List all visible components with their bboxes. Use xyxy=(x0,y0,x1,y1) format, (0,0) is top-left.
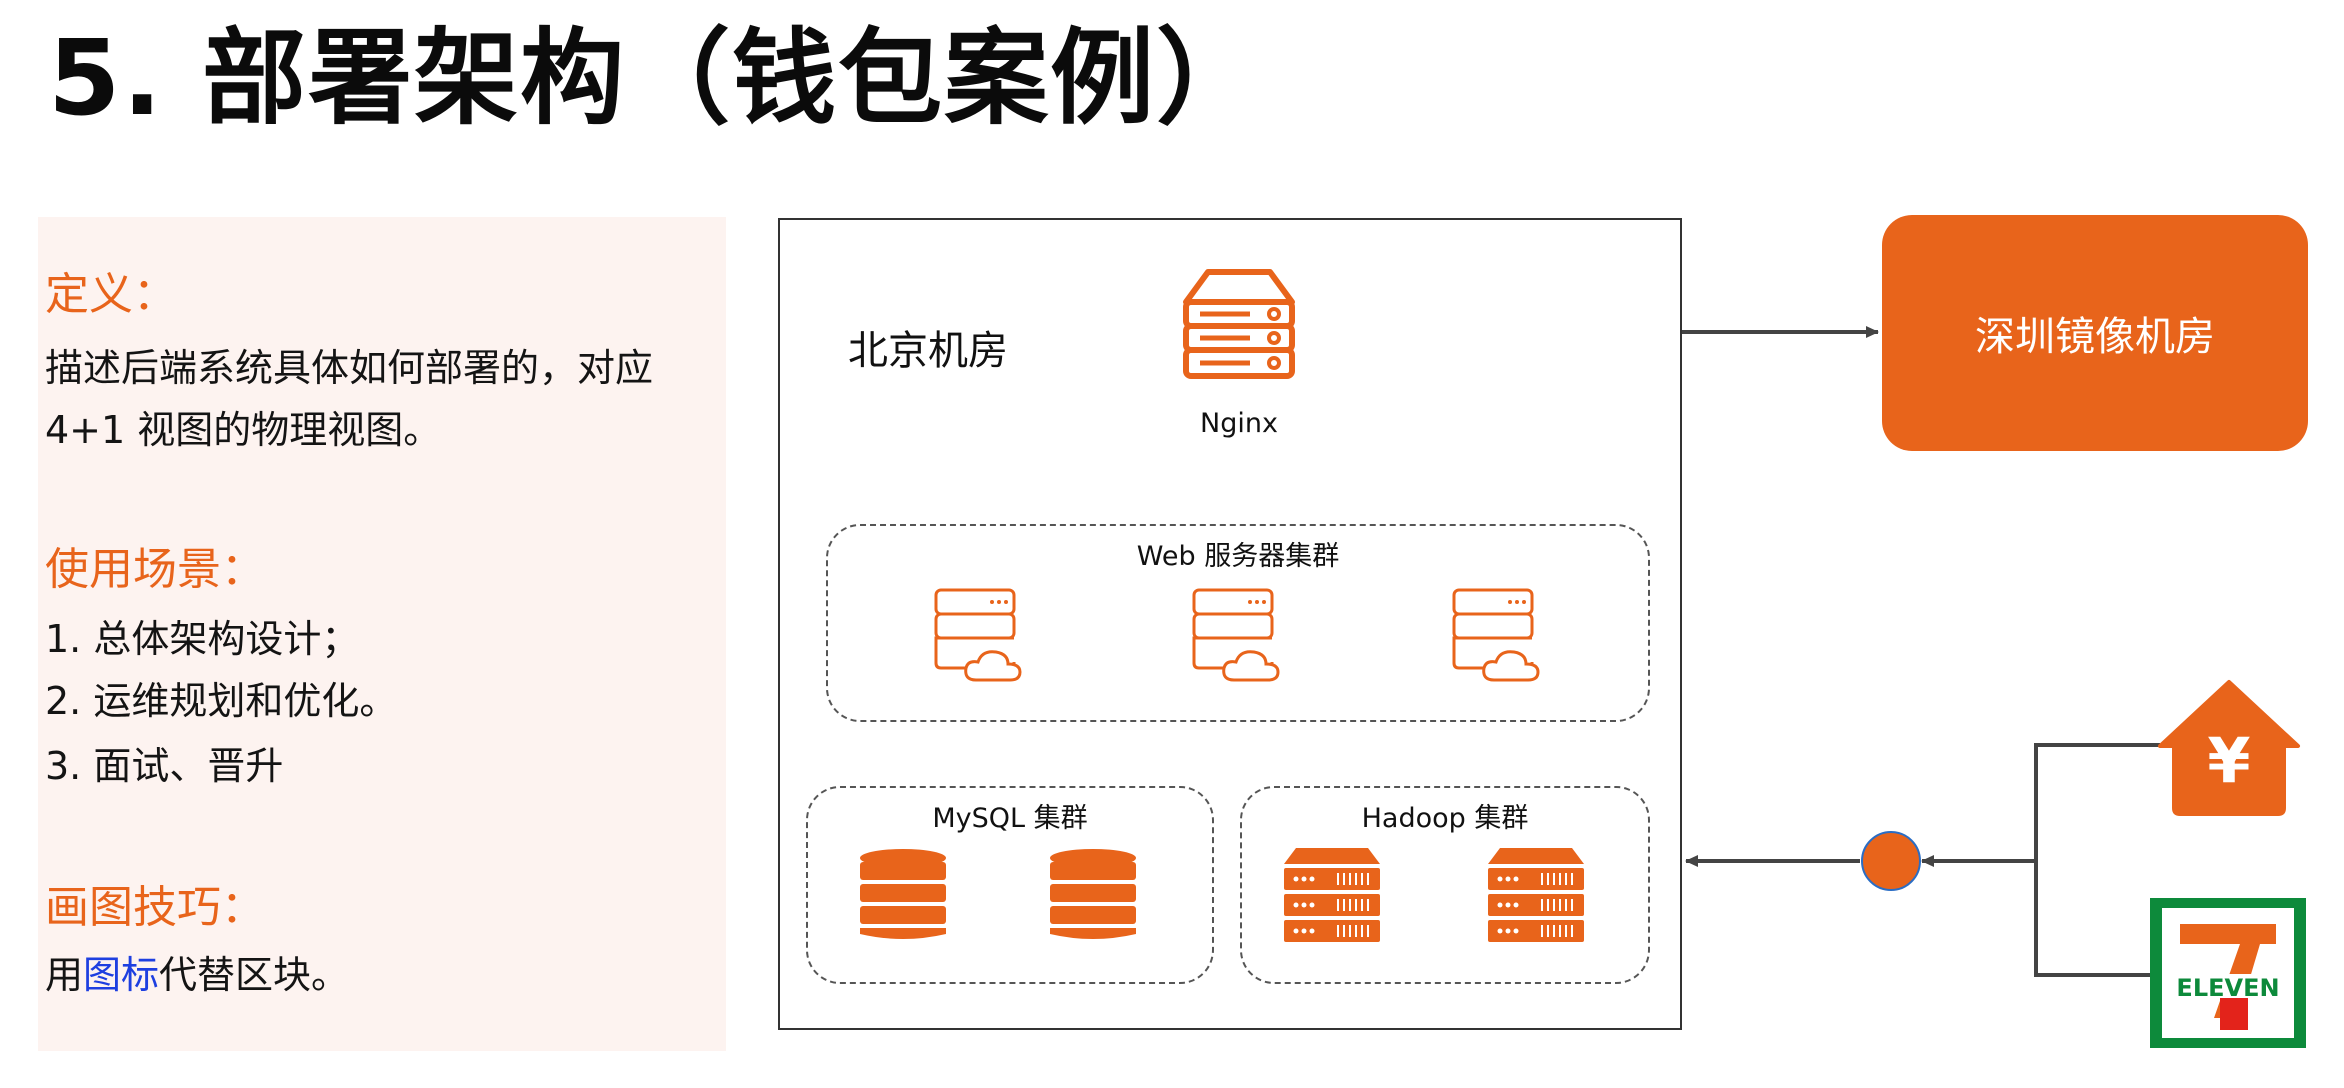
yuan-symbol: ¥ xyxy=(2207,724,2250,797)
web-cluster-group xyxy=(826,524,1650,722)
hadoop-rack-icon xyxy=(1282,846,1382,946)
tips-text: 用图标代替区块。 xyxy=(45,944,349,1006)
nginx-label: Nginx xyxy=(1200,408,1278,439)
seven-eleven-logo-icon: ELEVEN xyxy=(2150,898,2306,1048)
web-cluster-title: Web 服务器集群 xyxy=(1136,541,1340,572)
scenario-item-2: 2. 运维规划和优化。 xyxy=(45,679,398,723)
definition-line-1: 描述后端系统具体如何部署的，对应 xyxy=(45,346,654,390)
scenario-item-1: 1. 总体架构设计； xyxy=(45,617,360,661)
database-icon xyxy=(858,848,948,944)
icons-link[interactable]: 图标 xyxy=(83,953,160,997)
tips-suffix: 代替区块。 xyxy=(159,953,350,997)
tips-heading: 画图技巧： xyxy=(45,882,265,933)
yuan-payment-icon: ¥ xyxy=(2156,678,2302,816)
seven-eleven-text: ELEVEN xyxy=(2176,974,2279,1002)
hadoop-rack-icon xyxy=(1486,846,1586,946)
hadoop-cluster-group xyxy=(1240,786,1650,984)
beijing-room-label: 北京机房 xyxy=(848,328,1008,374)
hadoop-cluster-title: Hadoop 集群 xyxy=(1361,803,1529,834)
web-cloud-server-icon xyxy=(1192,588,1286,684)
tips-prefix: 用 xyxy=(45,953,84,997)
mysql-cluster-title: MySQL 集群 xyxy=(932,803,1088,834)
page-title: 5. 部署架构（钱包案例） xyxy=(48,17,1263,139)
definition-heading: 定义： xyxy=(45,269,177,320)
scenario-item-3: 3. 面试、晋升 xyxy=(45,744,284,788)
shenzhen-mirror-room: 深圳镜像机房 xyxy=(1882,215,2308,451)
database-icon xyxy=(1048,848,1138,944)
nginx-server-icon xyxy=(1180,266,1298,386)
definition-line-2: 4+1 视图的物理视图。 xyxy=(45,408,442,452)
gateway-node xyxy=(1861,831,1921,891)
mysql-cluster-group xyxy=(806,786,1214,984)
web-cloud-server-icon xyxy=(1452,588,1546,684)
web-cloud-server-icon xyxy=(934,588,1028,684)
description-panel xyxy=(38,217,726,1051)
shenzhen-room-label: 深圳镜像机房 xyxy=(1975,314,2215,360)
scenarios-heading: 使用场景： xyxy=(45,544,265,595)
